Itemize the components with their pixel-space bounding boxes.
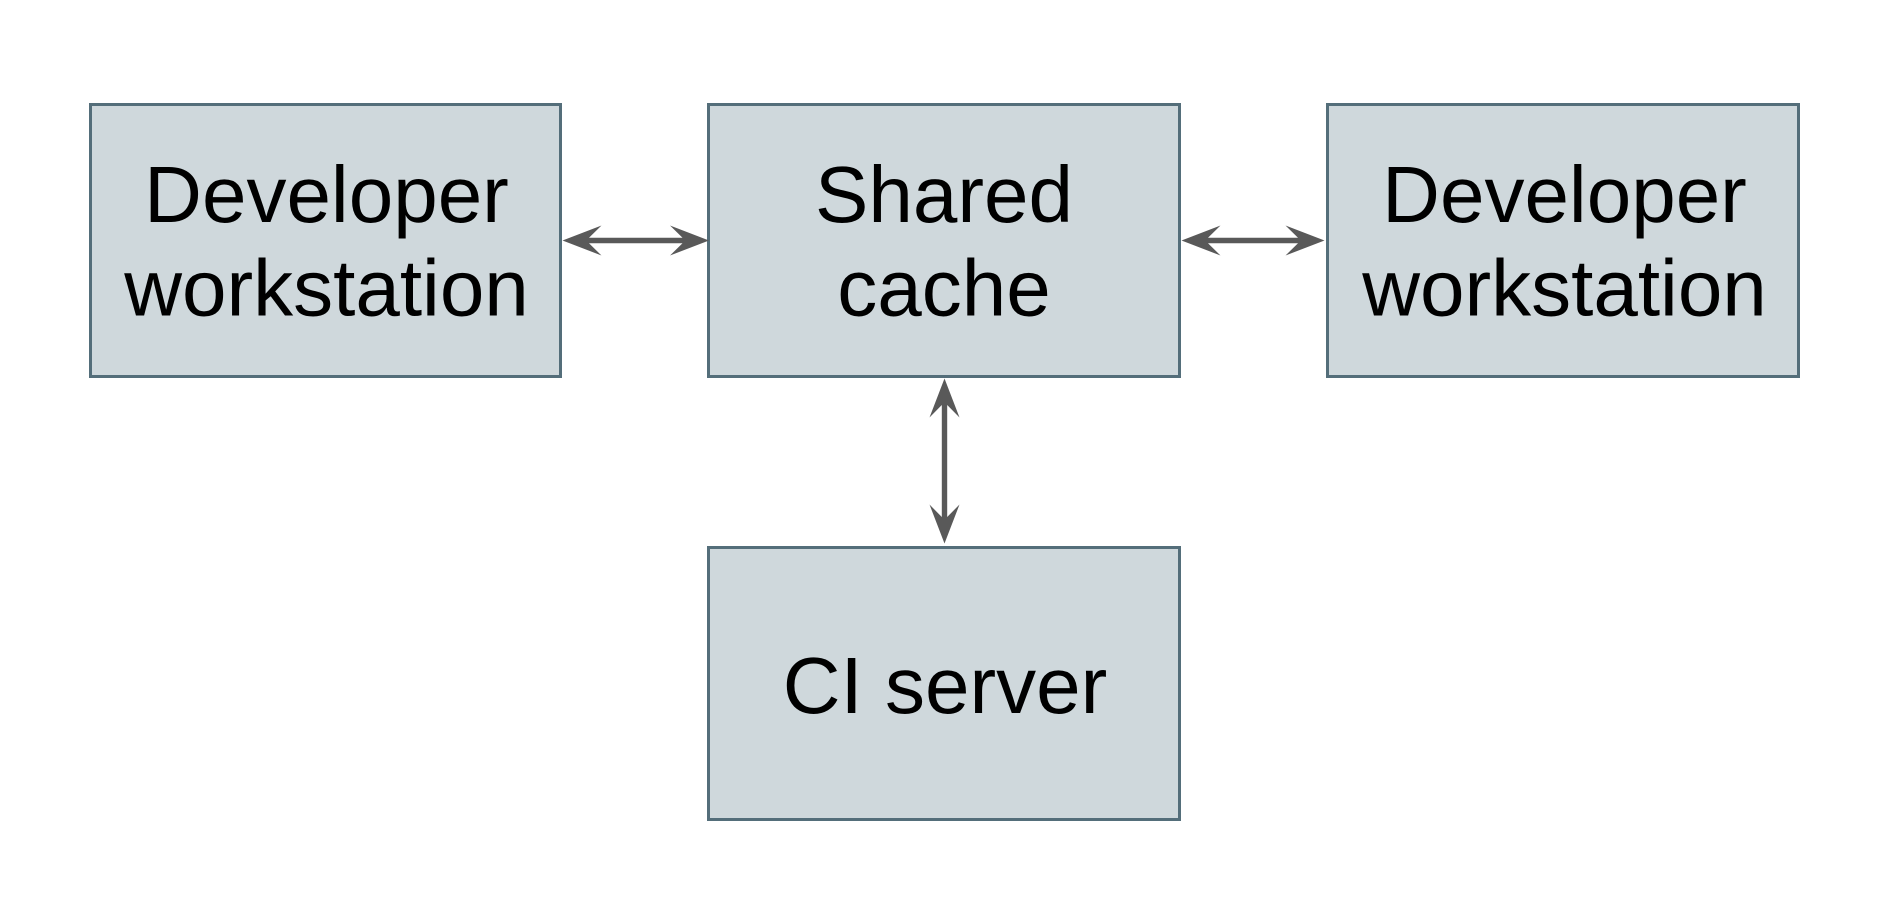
- svg-text:workstation: workstation: [123, 243, 529, 332]
- svg-text:CI server: CI server: [783, 641, 1108, 730]
- svg-text:cache: cache: [837, 243, 1050, 332]
- svg-text:Developer: Developer: [1382, 150, 1747, 239]
- svg-text:Developer: Developer: [144, 150, 509, 239]
- svg-text:workstation: workstation: [1361, 243, 1767, 332]
- svg-text:Shared: Shared: [815, 150, 1073, 239]
